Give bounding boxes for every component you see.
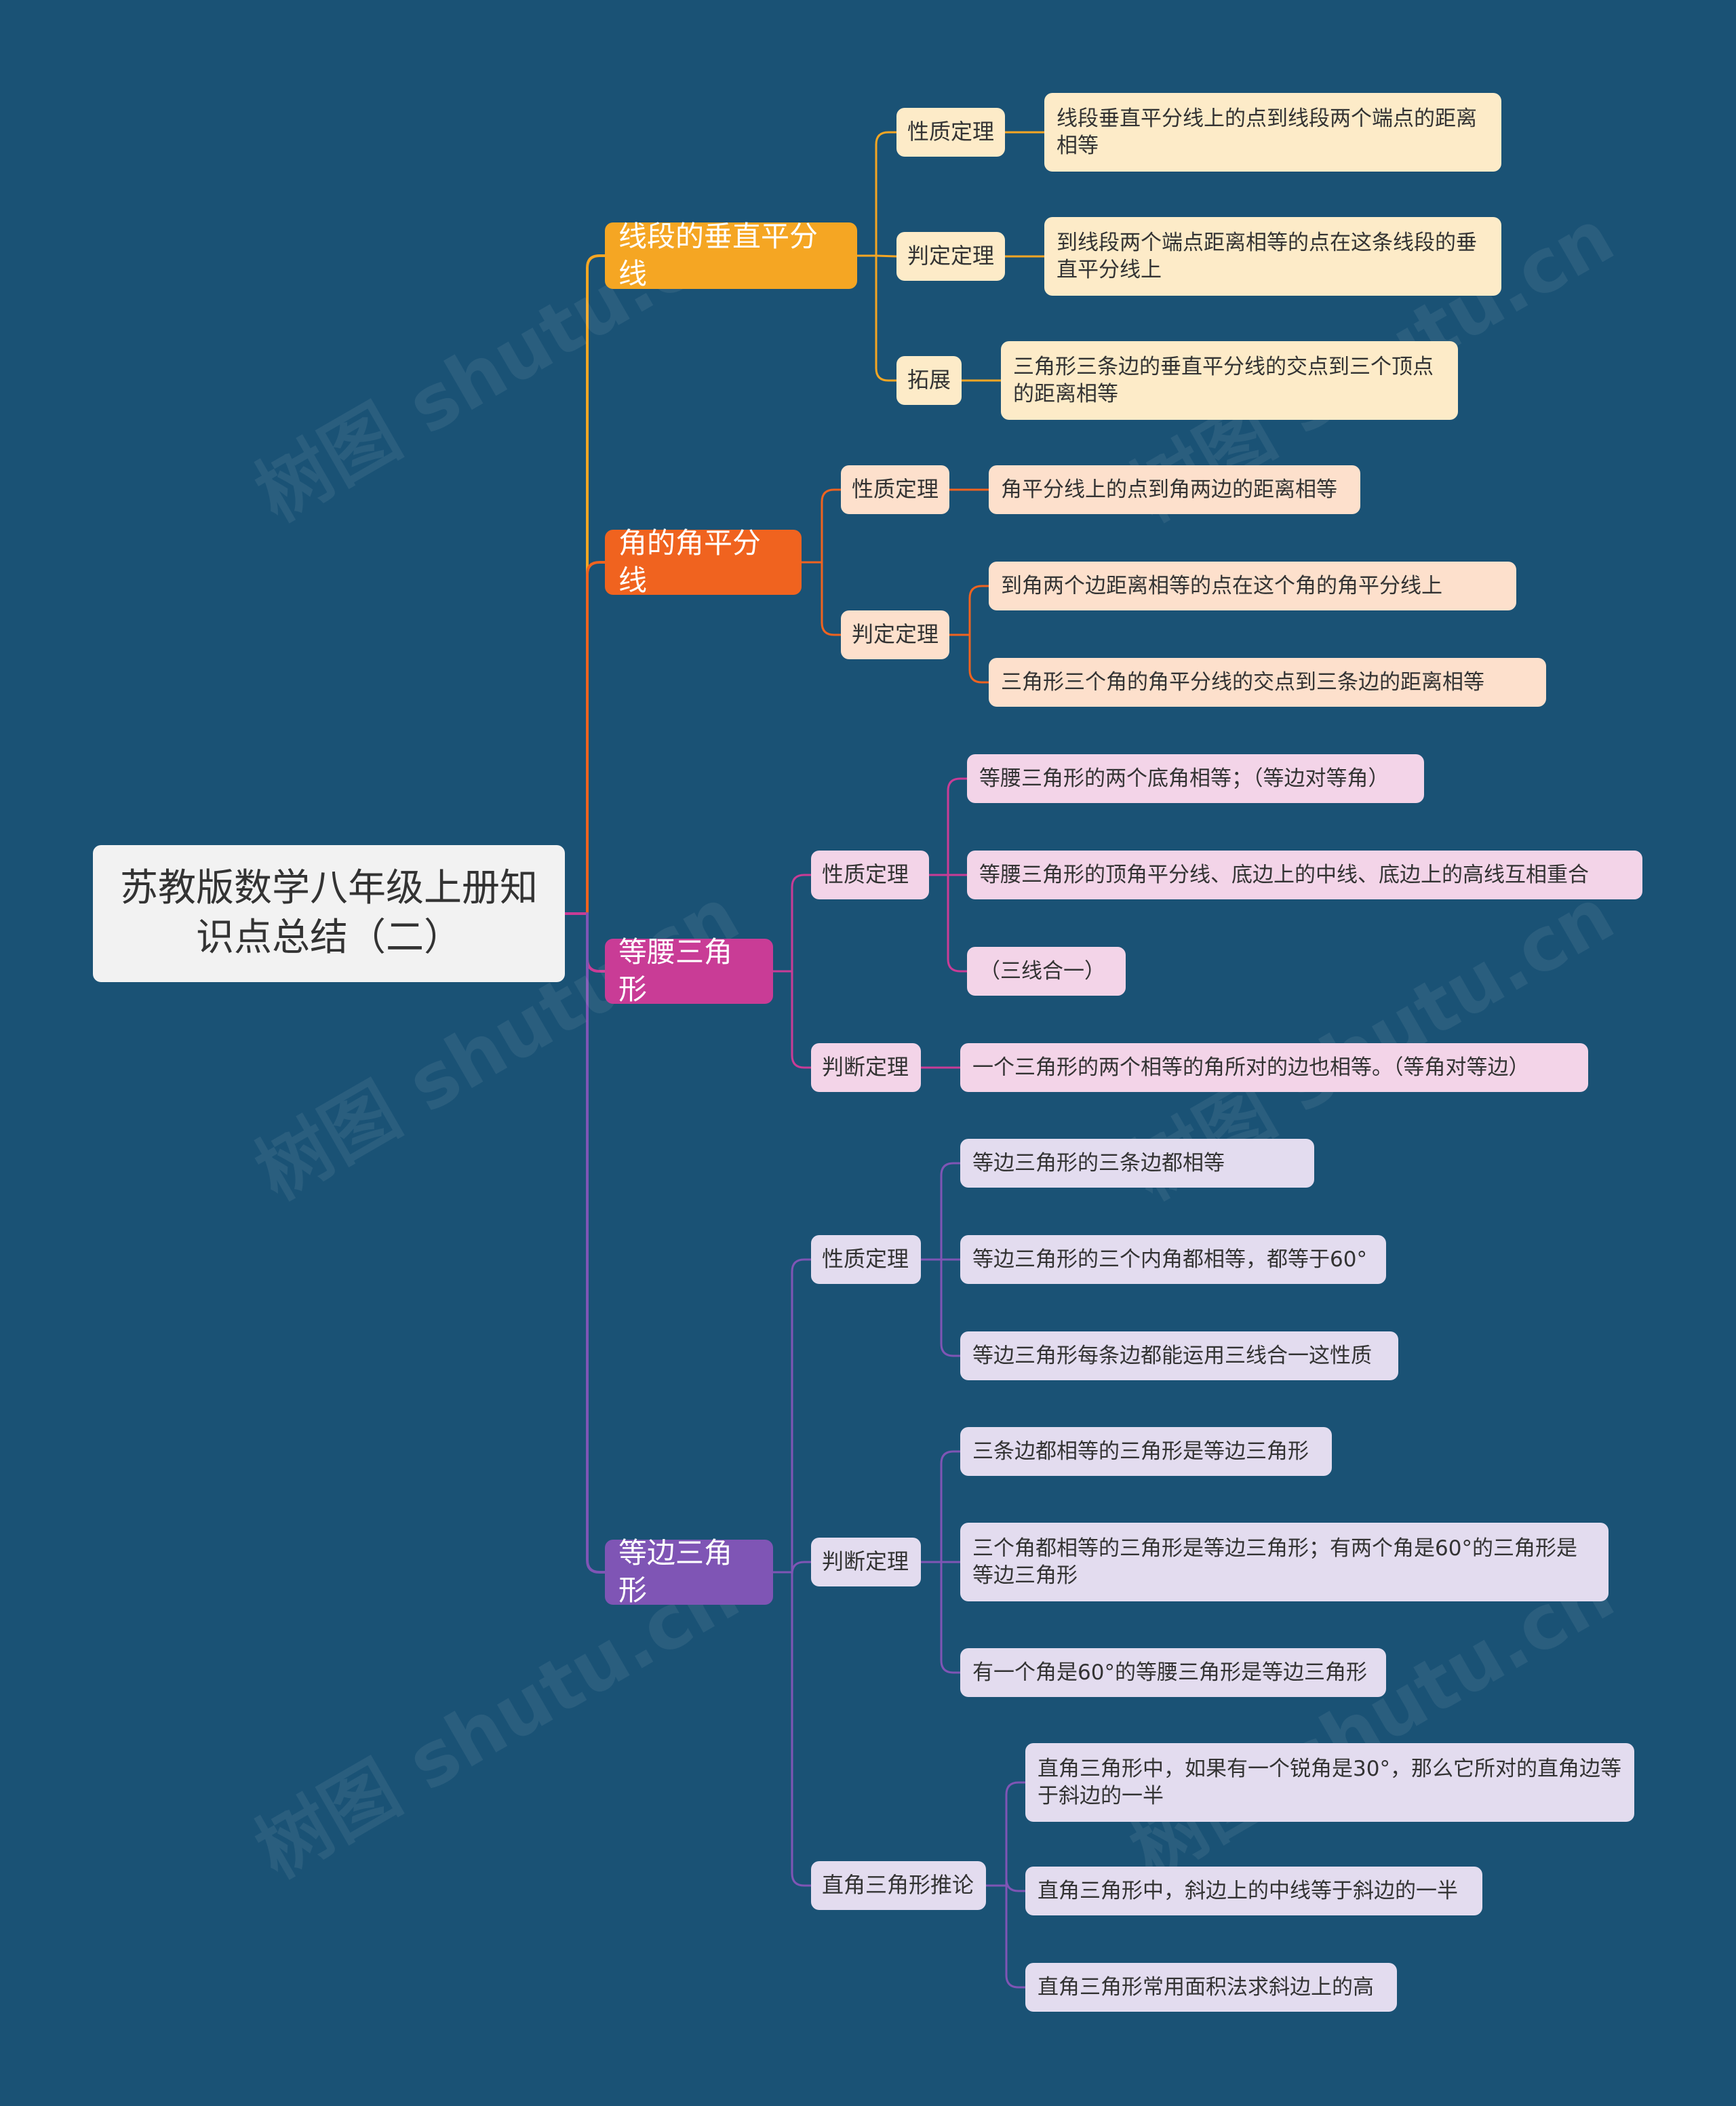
- branch-isosceles-triangle[interactable]: 等腰三角形: [605, 935, 773, 1006]
- leaf-text: 等边三角形每条边都能运用三线合一这性质: [960, 1331, 1398, 1380]
- leaf-text: （三线合一）: [967, 947, 1126, 996]
- connector-line: [791, 1561, 812, 1575]
- leaf-text: 直角三角形中，如果有一个锐角是30°，那么它所对的直角边等于斜边的一半: [1025, 1743, 1634, 1822]
- connector-line: [875, 254, 898, 382]
- leaf-text: 到线段两个端点距离相等的点在这条线段的垂直平分线上: [1044, 217, 1501, 296]
- connector-line: [821, 561, 842, 636]
- leaf-text: 直角三角形中，斜边上的中线等于斜边的一半: [1025, 1867, 1482, 1915]
- connector-line: [968, 585, 990, 636]
- connector-line: [947, 777, 968, 876]
- connector-line: [791, 1571, 812, 1887]
- root-topic[interactable]: 苏教版数学八年级上册知识点总结（二）: [93, 845, 565, 982]
- leaf-text: 三个角都相等的三角形是等边三角形；有两个角是60°的三角形是等边三角形: [960, 1523, 1609, 1601]
- leaf-text: 角平分线上的点到角两边的距离相等: [989, 465, 1360, 514]
- connector-line: [940, 1162, 962, 1261]
- connector-line: [940, 1258, 962, 1357]
- connector-line: [791, 874, 812, 973]
- branch-angle-bisector[interactable]: 角的角平分线: [605, 526, 802, 597]
- connector-line: [968, 633, 990, 684]
- branch-perpendicular-bisector[interactable]: 线段的垂直平分线: [605, 220, 857, 290]
- sub-judgement-theorem[interactable]: 判断定理: [811, 1043, 921, 1092]
- connector-line: [940, 1561, 962, 1674]
- connector-line: [586, 254, 606, 915]
- sub-property-theorem[interactable]: 性质定理: [811, 851, 929, 899]
- connector-line: [1005, 1781, 1027, 1887]
- connector-line: [875, 131, 898, 257]
- connector-line: [586, 912, 606, 1574]
- branch-equilateral-triangle[interactable]: 等边三角形: [605, 1536, 773, 1607]
- leaf-text: 直角三角形常用面积法求斜边上的高: [1025, 1963, 1397, 2012]
- connector-line: [1005, 1884, 1027, 1989]
- connector-line: [821, 488, 842, 564]
- connector-line: [947, 874, 968, 973]
- connector-line: [586, 561, 606, 915]
- leaf-text: 一个三角形的两个相等的角所对的边也相等。（等角对等边）: [960, 1043, 1588, 1092]
- leaf-text: 有一个角是60°的等腰三角形是等边三角形: [960, 1648, 1386, 1697]
- connector-line: [791, 970, 812, 1069]
- leaf-text: 等边三角形的三条边都相等: [960, 1139, 1314, 1188]
- leaf-text: 等腰三角形的两个底角相等；（等边对等角）: [967, 754, 1424, 803]
- sub-property-theorem[interactable]: 性质定理: [811, 1235, 921, 1284]
- leaf-text: 线段垂直平分线上的点到线段两个端点的距离相等: [1044, 93, 1501, 172]
- connector-line: [940, 1450, 962, 1563]
- sub-right-triangle-corollary[interactable]: 直角三角形推论: [811, 1861, 986, 1910]
- sub-determination-theorem[interactable]: 判定定理: [896, 232, 1005, 281]
- connector-line: [586, 912, 606, 973]
- leaf-text: 三角形三条边的垂直平分线的交点到三个顶点的距离相等: [1001, 341, 1458, 420]
- connector-line: [791, 1258, 812, 1574]
- leaf-text: 等边三角形的三个内角都相等，都等于60°: [960, 1235, 1386, 1284]
- connector-line: [1005, 1878, 1027, 1892]
- sub-property-theorem[interactable]: 性质定理: [841, 465, 949, 514]
- sub-judgement-theorem[interactable]: 判断定理: [811, 1538, 921, 1586]
- leaf-text: 三条边都相等的三角形是等边三角形: [960, 1427, 1332, 1476]
- leaf-text: 等腰三角形的顶角平分线、底边上的中线、底边上的高线互相重合: [967, 851, 1642, 899]
- leaf-text: 三角形三个角的角平分线的交点到三条边的距离相等: [989, 658, 1546, 707]
- sub-property-theorem[interactable]: 性质定理: [896, 108, 1005, 157]
- leaf-text: 到角两个边距离相等的点在这个角的角平分线上: [989, 562, 1516, 610]
- sub-extension[interactable]: 拓展: [896, 356, 962, 405]
- sub-determination-theorem[interactable]: 判定定理: [841, 610, 949, 659]
